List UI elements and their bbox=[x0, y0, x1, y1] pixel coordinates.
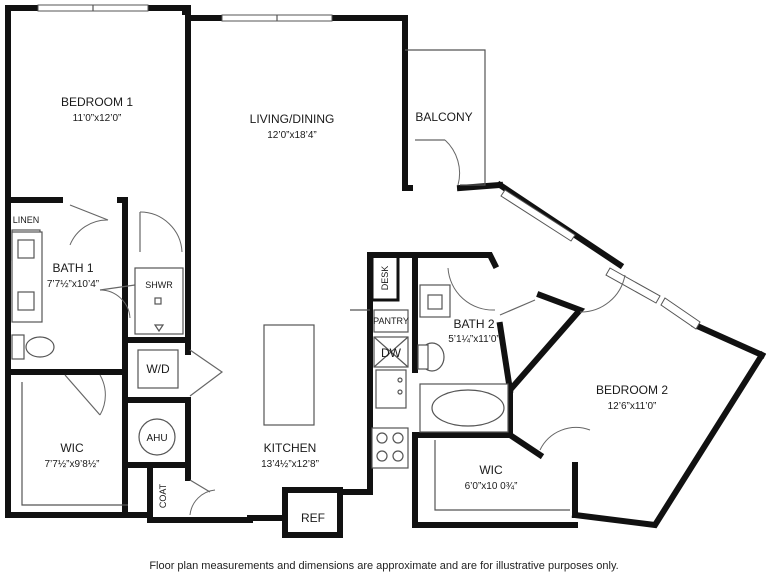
wall-bottom-right bbox=[412, 435, 578, 528]
ahu-name: AHU bbox=[146, 433, 167, 444]
dw-name: DW bbox=[381, 346, 402, 360]
shower-name: SHWR bbox=[145, 280, 173, 290]
wall-bottom-kitchen bbox=[182, 515, 283, 523]
window-diagonal-1 bbox=[500, 189, 576, 242]
bedroom2-name: BEDROOM 2 bbox=[596, 383, 668, 397]
wall-kitchen-right bbox=[337, 252, 418, 495]
window-diagonal-2 bbox=[605, 267, 661, 304]
bath2-dims: 5’1¼”x11’0” bbox=[448, 333, 500, 345]
wic2-dims: 6’0”x10 0¾” bbox=[465, 481, 518, 492]
disclaimer-text: Floor plan measurements and dimensions a… bbox=[149, 560, 619, 572]
wall-bedroom2-left bbox=[505, 291, 586, 395]
pantry-box bbox=[373, 309, 409, 333]
bedroom1-name: BEDROOM 1 bbox=[61, 95, 133, 109]
ahu-unit bbox=[138, 418, 176, 456]
wic1-dims: 7’7½”x9’8½” bbox=[44, 459, 99, 470]
living-name: LIVING/DINING bbox=[250, 112, 335, 126]
windows bbox=[37, 4, 701, 330]
kitchen-dims: 13’4½”x12’8” bbox=[261, 459, 319, 470]
wall-bath1-right bbox=[122, 252, 191, 343]
wd-name: W/D bbox=[146, 362, 170, 376]
kitchen-sink bbox=[375, 369, 407, 409]
linen-name: LINEN bbox=[13, 215, 40, 225]
wall-ref-box bbox=[282, 487, 343, 538]
wic1-shelf bbox=[21, 382, 128, 506]
wall-left-block bbox=[5, 5, 188, 523]
balcony-name: BALCONY bbox=[415, 110, 472, 124]
bath1-dims: 7’7½”x10’4” bbox=[47, 279, 99, 290]
living-dims: 12’0”x18’4” bbox=[267, 130, 316, 141]
wic2-shelf bbox=[434, 440, 570, 511]
wall-diagonal-upper-b bbox=[691, 321, 766, 359]
bath1-name: BATH 1 bbox=[52, 261, 93, 275]
wall-right-lower bbox=[571, 350, 767, 529]
kitchen-island bbox=[263, 324, 315, 426]
wall-bath2-top bbox=[412, 252, 500, 270]
stove bbox=[371, 427, 409, 469]
fixtures bbox=[11, 229, 570, 511]
wic1-name: WIC bbox=[60, 441, 84, 455]
wall-bedroom1-bottom-b bbox=[117, 197, 128, 258]
balcony-outline bbox=[405, 49, 486, 186]
bath1-sink-2 bbox=[17, 291, 35, 311]
pantry-name: PANTRY bbox=[373, 316, 409, 326]
bath1-sink-1 bbox=[17, 239, 35, 259]
wall-balcony-bottom-b bbox=[456, 181, 504, 192]
bath1-toilet bbox=[25, 336, 55, 358]
doors bbox=[64, 139, 626, 516]
window-diagonal-3 bbox=[660, 297, 701, 330]
labels: BEDROOM 1 11’0”x12’0” LIVING/DINING 12’0… bbox=[13, 95, 669, 525]
bath2-name: BATH 2 bbox=[453, 317, 494, 331]
coat-name: COAT bbox=[158, 483, 168, 508]
ref-name: REF bbox=[301, 511, 325, 525]
wall-desk bbox=[370, 253, 400, 302]
wall-bath2-divider bbox=[496, 321, 514, 394]
wall-bath2-right bbox=[505, 430, 545, 460]
wic2-name: WIC bbox=[479, 463, 503, 477]
wd-box bbox=[137, 349, 179, 389]
wall-ahu bbox=[122, 397, 191, 468]
desk-name: DESK bbox=[380, 266, 390, 291]
kitchen-name: KITCHEN bbox=[264, 441, 317, 455]
bedroom1-dims: 11’0”x12’0” bbox=[73, 113, 122, 124]
bedroom2-dims: 12’6”x11’0” bbox=[608, 401, 657, 412]
wall-living-top bbox=[185, 15, 408, 191]
